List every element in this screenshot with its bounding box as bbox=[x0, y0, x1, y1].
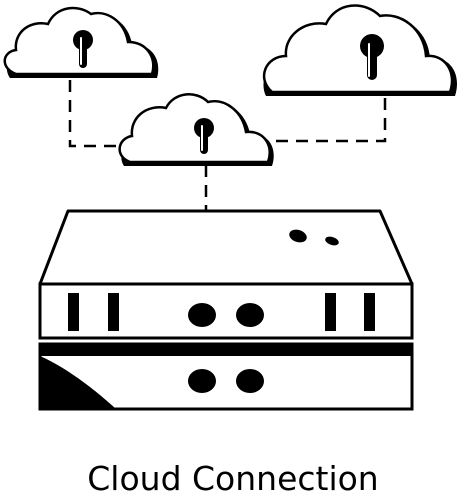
keyhole-icon bbox=[73, 30, 93, 68]
server-icon bbox=[38, 209, 414, 411]
caption-title: Cloud Connection bbox=[87, 459, 379, 498]
cloud-connection-illustration bbox=[3, 4, 458, 411]
connection-line-left bbox=[68, 80, 128, 148]
connection-lines bbox=[68, 80, 387, 211]
cloud-icon-top-right bbox=[262, 4, 458, 97]
keyhole-icon bbox=[360, 34, 384, 80]
server-top-panel bbox=[38, 209, 414, 286]
server-unit-upper bbox=[38, 282, 414, 340]
cloud-icon-top-left bbox=[3, 6, 159, 79]
connection-line-right bbox=[272, 98, 387, 143]
cloud-icon-middle bbox=[118, 93, 274, 166]
keyhole-icon bbox=[194, 118, 214, 154]
